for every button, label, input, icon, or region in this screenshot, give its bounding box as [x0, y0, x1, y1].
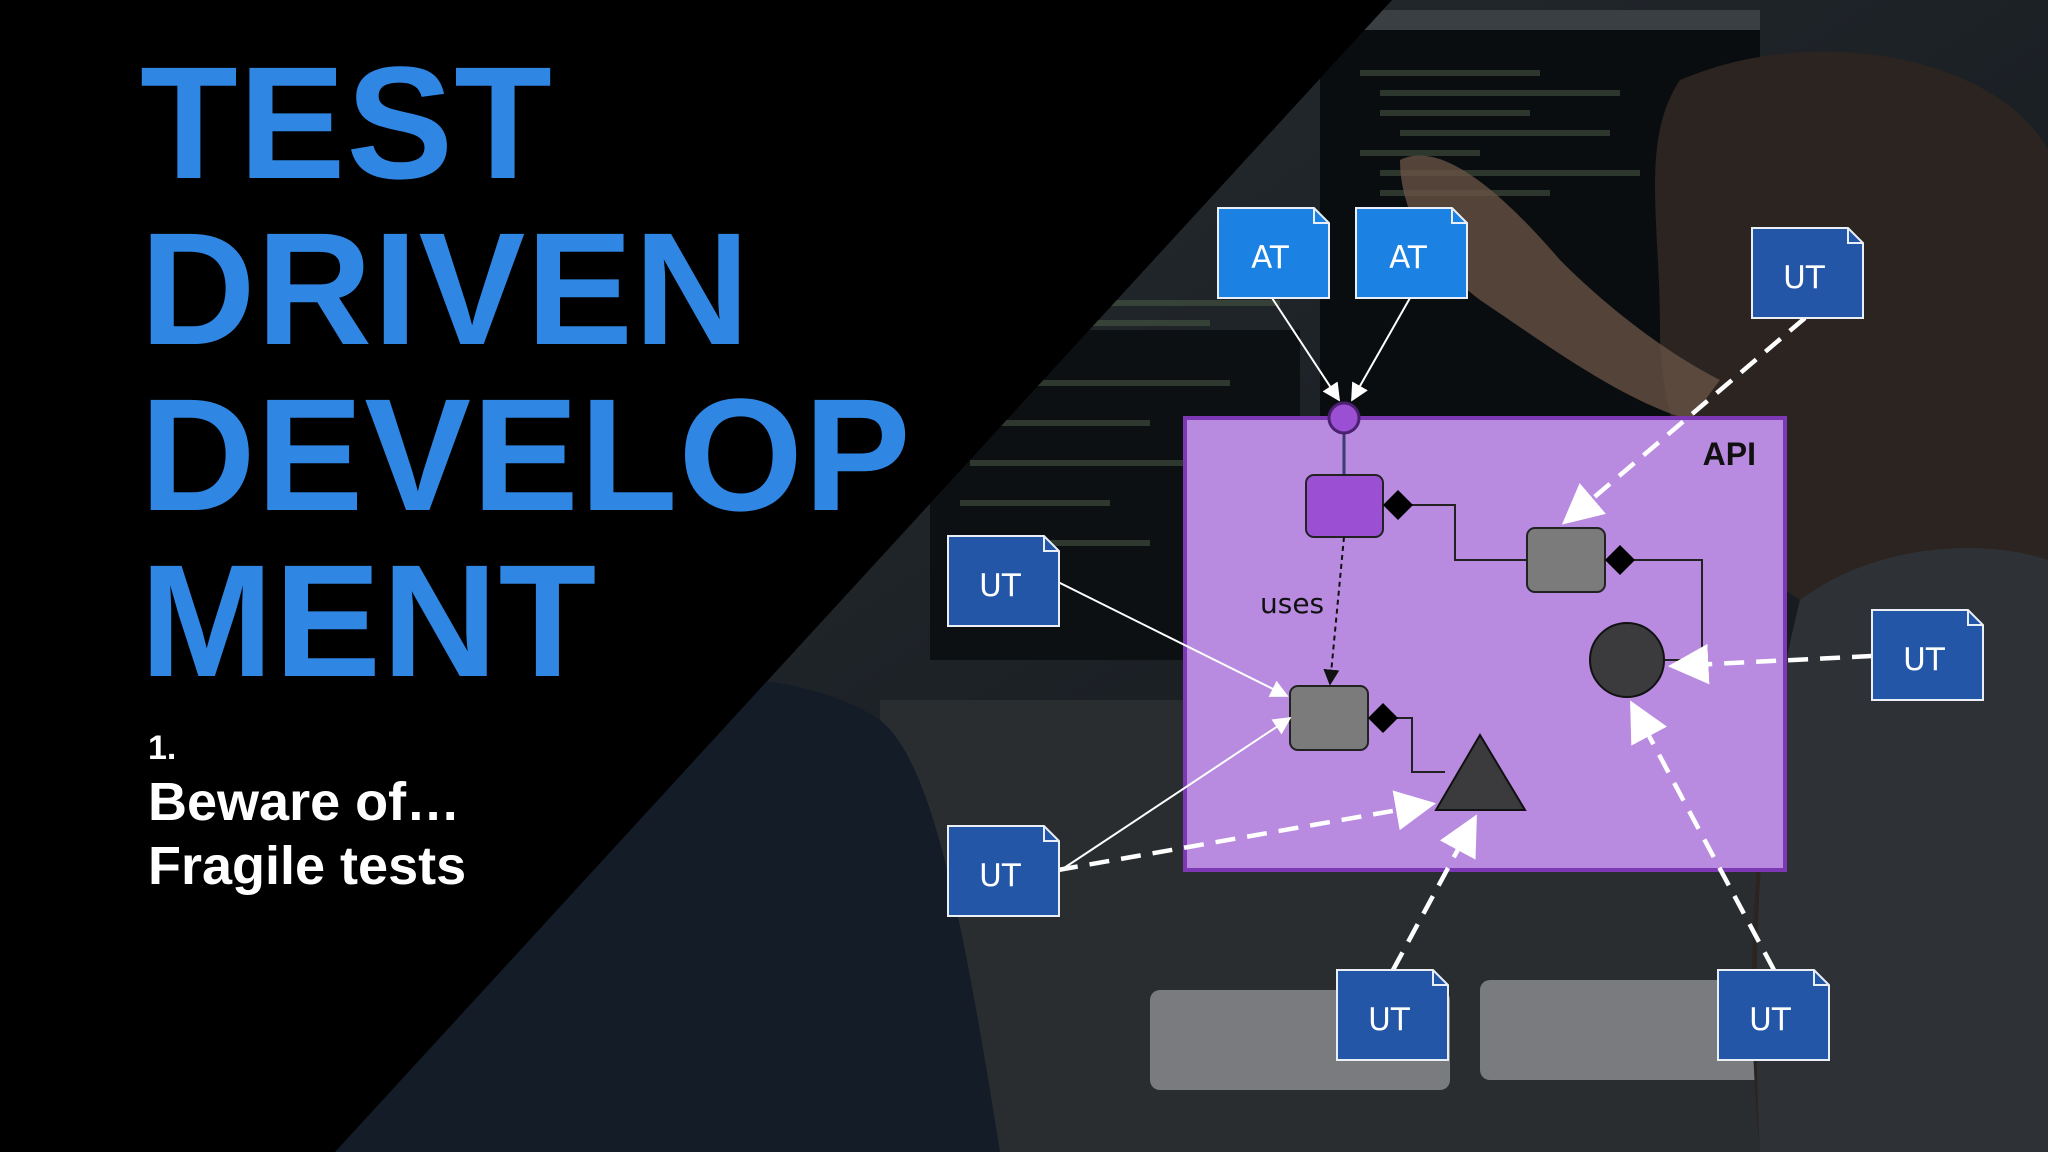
- api-label: API: [1703, 436, 1756, 472]
- black-diagonal-panel: [0, 0, 1392, 1152]
- ut-top-right-arrow: [1561, 316, 1807, 525]
- triangle-component: [1434, 733, 1527, 811]
- slide-subtitle: 1. Beware of… Fragile tests: [148, 726, 466, 898]
- ut-box-right[interactable]: UT: [1871, 609, 1984, 701]
- uses-dependency-arrow: [1323, 536, 1345, 686]
- composition-diamond-1: [1383, 490, 1413, 520]
- title-line-3: DEVELOP: [140, 365, 912, 544]
- ut-box-left-upper-label: UT: [979, 568, 1022, 604]
- api-entry-component: [1305, 474, 1384, 538]
- component-lower-left: [1289, 685, 1369, 751]
- pointing-arm: [1400, 155, 1720, 420]
- at-box-2[interactable]: AT: [1355, 207, 1468, 299]
- title-line-4: MENT: [140, 531, 598, 710]
- ut-box-left-upper[interactable]: UT: [947, 535, 1060, 627]
- at-box-2-label: AT: [1389, 240, 1428, 276]
- at2-arrow: [1351, 297, 1411, 402]
- component-mid-right: [1526, 527, 1606, 593]
- ut-box-bottom-center-label: UT: [1368, 1002, 1411, 1038]
- ut-right-arrow: [1667, 643, 1873, 685]
- ut-bottom-right-arrow: [1630, 700, 1776, 972]
- ut-box-bottom-right-label: UT: [1749, 1002, 1792, 1038]
- subtitle-number: 1.: [148, 729, 177, 767]
- circle-component: [1589, 622, 1665, 698]
- keyboard-right: [1480, 980, 1790, 1080]
- at-box-1[interactable]: AT: [1217, 207, 1330, 299]
- ut-box-bottom-center[interactable]: UT: [1336, 969, 1449, 1061]
- interface-port: [1327, 401, 1361, 435]
- slide-title: TEST DRIVEN DEVELOP MENT: [140, 40, 912, 704]
- ut-box-left-lower-label: UT: [979, 858, 1022, 894]
- at1-arrow: [1271, 297, 1340, 402]
- composition-diamond-3: [1368, 703, 1398, 733]
- subtitle-line-1: Beware of…: [148, 772, 461, 832]
- composition-diamond-2: [1605, 545, 1635, 575]
- ut-box-top-right[interactable]: UT: [1751, 227, 1864, 319]
- uses-label: uses: [1260, 587, 1324, 620]
- person-left: [335, 678, 1000, 1152]
- ut-left-lower-arrow-solid: [1057, 717, 1292, 873]
- ut-box-right-label: UT: [1903, 642, 1946, 678]
- title-line-2: DRIVEN: [140, 199, 751, 378]
- ut-box-bottom-right[interactable]: UT: [1717, 969, 1830, 1061]
- ut-box-left-lower[interactable]: UT: [947, 825, 1060, 917]
- ut-box-top-right-label: UT: [1783, 260, 1826, 296]
- at-box-1-label: AT: [1251, 240, 1290, 276]
- ut-bottom-center-arrow: [1391, 814, 1477, 972]
- ut-left-upper-arrow: [1057, 581, 1289, 697]
- title-line-1: TEST: [140, 33, 553, 212]
- subtitle-line-2: Fragile tests: [148, 836, 467, 896]
